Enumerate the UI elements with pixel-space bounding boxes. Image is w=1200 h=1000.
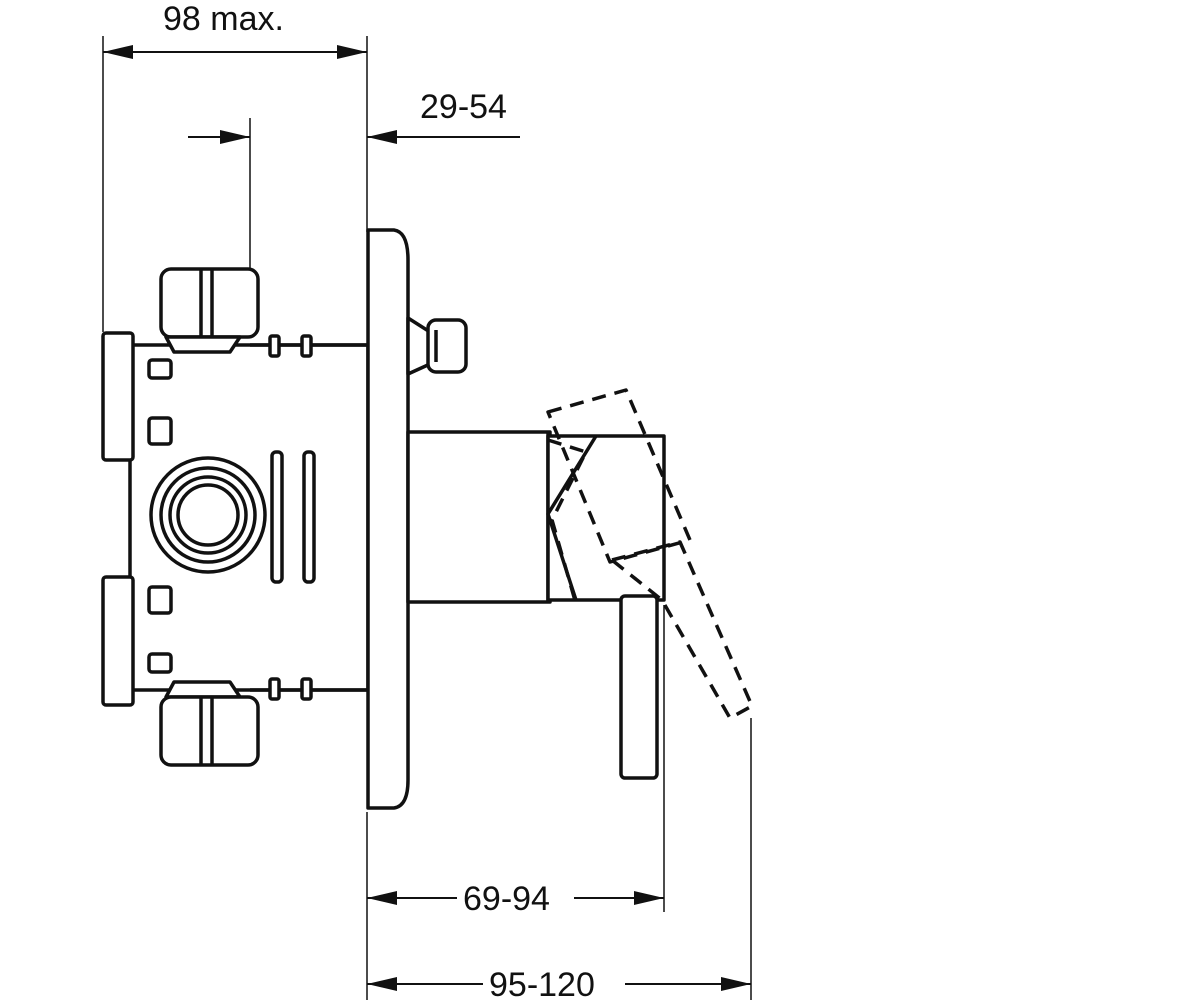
dimension-label-95-120: 95-120 [489,966,595,1000]
diverter-knob [406,316,468,376]
extension-lines [102,36,752,1000]
outlet-fitting [149,456,267,574]
handle-stem [406,430,552,604]
dimension-69-94: 69-94 [367,880,664,918]
top-connection-nut [159,267,260,354]
bottom-connection-nut [159,680,260,767]
dimension-label-69-94: 69-94 [463,880,550,918]
dimension-label-98-max: 98 max. [163,0,284,38]
dimension-95-120: 95-120 [367,966,751,1000]
dimension-98-max: 98 max. [103,0,367,59]
dimension-29-54: 29-54 [188,88,520,144]
lever-handle-open-dashed [546,388,754,720]
dimension-label-29-54: 29-54 [420,88,507,126]
cover-plate [366,228,410,810]
lever-handle [546,434,666,780]
